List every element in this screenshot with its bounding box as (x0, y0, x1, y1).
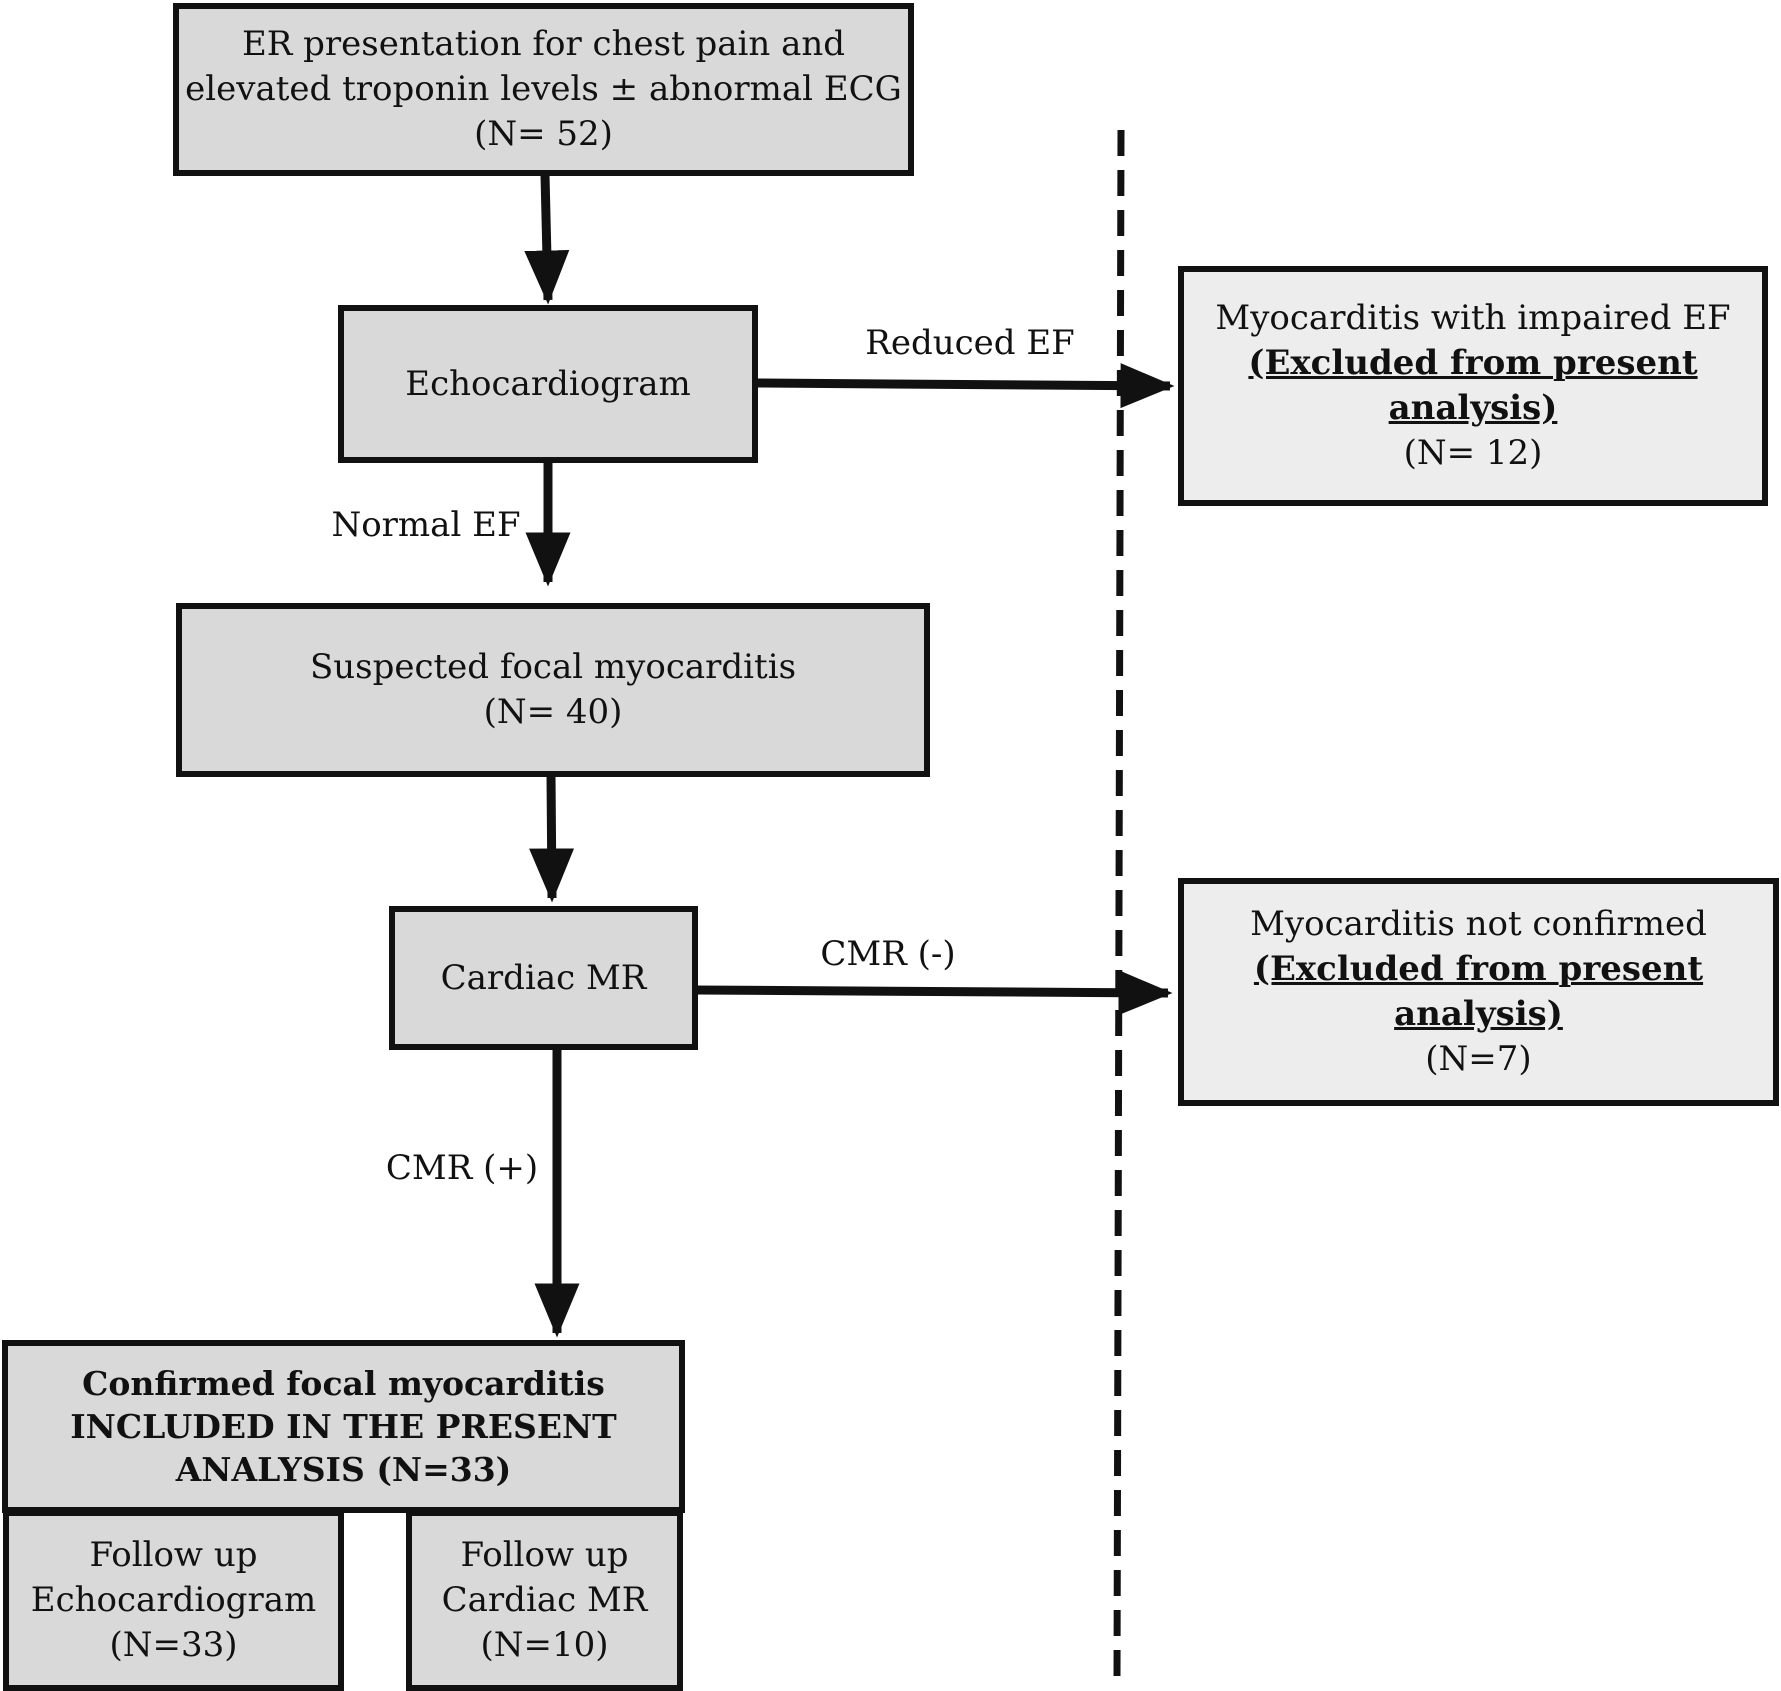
echocardiogram-box: Echocardiogram (338, 305, 758, 463)
confirmed-line-3: ANALYSIS (N=33) (175, 1450, 512, 1489)
suspected-line-1: Suspected focal myocarditis (309, 647, 797, 687)
er-line-1: ER presentation for chest pain and (241, 24, 846, 64)
arrow-suspected-to-cmr (529, 774, 575, 903)
not-confirmed-line-3: analysis) (1394, 994, 1563, 1034)
not-confirmed-line-2: (Excluded from present (1253, 949, 1704, 989)
fu-cmr-line-2: Cardiac MR (441, 1580, 648, 1620)
fu-echo-line-3: (N=33) (109, 1625, 238, 1665)
suspected-line-2: (N= 40) (483, 692, 623, 732)
cmr-negative-label: CMR (-) (820, 934, 956, 974)
fu-echo-line-1: Follow up (89, 1535, 258, 1575)
divider-line (1113, 129, 1125, 1679)
impaired-ef-box: Myocarditis with impaired EF (Excluded f… (1178, 266, 1768, 506)
cmr-line-1: Cardiac MR (440, 957, 647, 998)
impaired-line-4: (N= 12) (1403, 433, 1543, 473)
impaired-line-3: analysis) (1388, 388, 1558, 428)
impaired-line-1: Myocarditis with impaired EF (1215, 298, 1731, 338)
cardiac-mr-box: Cardiac MR (389, 906, 698, 1050)
reduced-ef-label: Reduced EF (865, 323, 1075, 363)
arrow-echo-to-impaired (756, 363, 1175, 409)
er-presentation-box: ER presentation for chest pain and eleva… (173, 3, 914, 176)
er-line-2: elevated troponin levels ± abnormal ECG (185, 69, 902, 109)
echo-line-1: Echocardiogram (405, 363, 691, 404)
er-line-3: (N= 52) (474, 114, 613, 154)
fu-cmr-line-1: Follow up (460, 1535, 629, 1575)
confirmed-myocarditis-box: Confirmed focal myocarditis INCLUDED IN … (2, 1340, 685, 1513)
fu-cmr-line-3: (N=10) (480, 1625, 609, 1665)
normal-ef-label: Normal EF (331, 505, 521, 545)
confirmed-line-1: Confirmed focal myocarditis (82, 1364, 605, 1403)
not-confirmed-box: Myocarditis not confirmed (Excluded from… (1178, 878, 1779, 1106)
impaired-line-2: (Excluded from present (1248, 343, 1698, 383)
not-confirmed-line-4: (N=7) (1425, 1039, 1532, 1079)
arrow-er-to-echo (524, 174, 570, 305)
not-confirmed-line-1: Myocarditis not confirmed (1250, 904, 1707, 944)
arrow-cmr-to-not-confirmed (693, 970, 1173, 1016)
suspected-myocarditis-box: Suspected focal myocarditis (N= 40) (176, 603, 930, 777)
fu-echo-line-2: Echocardiogram (30, 1580, 317, 1620)
confirmed-line-2: INCLUDED IN THE PRESENT (70, 1407, 617, 1446)
follow-up-echo-box: Follow up Echocardiogram (N=33) (3, 1510, 344, 1691)
follow-up-cmr-box: Follow up Cardiac MR (N=10) (406, 1510, 683, 1691)
cmr-positive-label: CMR (+) (385, 1148, 539, 1188)
